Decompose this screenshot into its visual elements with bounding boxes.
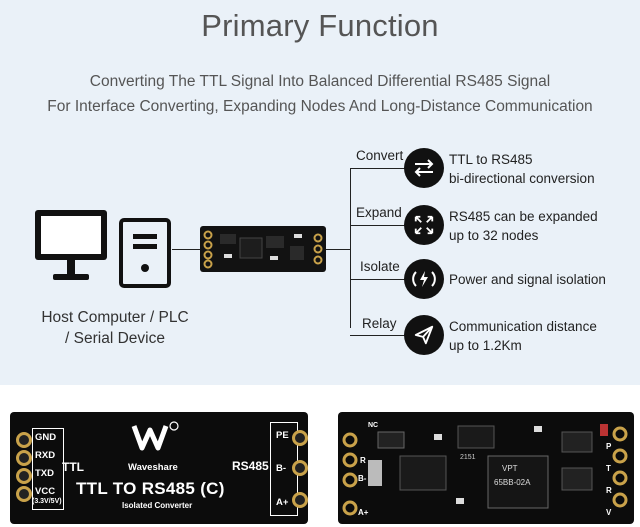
expand-arrows-icon (404, 205, 444, 245)
page-title: Primary Function (201, 8, 439, 43)
pin-vcc: VCC (35, 486, 56, 497)
pin-pe: PE (276, 430, 289, 441)
pin-b: B- (276, 463, 287, 474)
product-name: TTL TO RS485 (C) (76, 479, 225, 498)
feature-text-convert: TTL to RS485 bi-directional conversion (449, 152, 595, 186)
convert-arrows-icon (404, 148, 444, 188)
branch-expand-line (350, 225, 405, 226)
board-back-components (342, 424, 628, 516)
back-pin-b: B- (358, 474, 367, 483)
ttl-label: TTL (62, 460, 84, 474)
relay-send-icon (404, 315, 444, 355)
function-panel: Primary Function Converting The TTL Sign… (0, 0, 640, 385)
module-connector-line (326, 249, 350, 250)
pad-pe (292, 430, 308, 446)
product-sub: Isolated Converter (122, 501, 193, 510)
back-pin-nc: NC (368, 422, 379, 429)
pad-vcc (16, 486, 32, 502)
feature-text-relay: Communication distance up to 1.2Km (449, 319, 597, 353)
subtitle-line-1: Converting The TTL Signal Into Balanced … (89, 73, 551, 90)
isolation-icon (404, 259, 444, 299)
feature-label-convert: Convert (356, 148, 404, 163)
board-front-image: GND RXD TXD VCC (3.3V/5V) TTL Waveshare … (10, 412, 308, 524)
branch-trunk-line (350, 168, 351, 328)
branch-isolate-line (350, 279, 405, 280)
host-connector-line (172, 249, 202, 250)
branch-relay-line (350, 335, 405, 336)
converter-module-image (200, 226, 326, 272)
chip-marking-1: 2151 (460, 454, 476, 461)
back-pin-t: T (606, 464, 611, 473)
pad-txd (16, 468, 32, 484)
pad-rxd (16, 450, 32, 466)
subtitle-line-2: For Interface Converting, Expanding Node… (47, 98, 593, 115)
pad-a (292, 492, 308, 508)
chip-marking-3: 65BB-02A (494, 478, 531, 487)
back-pin-a: A+ (358, 508, 369, 517)
board-back-image: NC R B- A+ P T R V 2151 VPT 65BB-02A (338, 412, 634, 524)
brand-name: Waveshare (128, 462, 178, 473)
back-pin-r: R (360, 456, 366, 465)
host-label: Host Computer / PLC / Serial Device (41, 309, 189, 347)
feature-label-relay: Relay (362, 316, 397, 331)
rs485-label: RS485 (232, 459, 269, 473)
pin-gnd: GND (35, 432, 57, 443)
pad-b (292, 460, 308, 476)
vcc-note: (3.3V/5V) (32, 498, 62, 505)
pad-gnd (16, 432, 32, 448)
pin-a: A+ (276, 497, 289, 508)
pin-txd: TXD (35, 468, 54, 479)
feature-text-expand: RS485 can be expanded up to 32 nodes (449, 209, 598, 243)
host-computer-icon (35, 210, 171, 288)
waveshare-logo-icon (131, 421, 179, 451)
pin-rxd: RXD (35, 450, 56, 461)
branch-convert-line (350, 168, 405, 169)
pin-box-left (32, 428, 64, 510)
feature-label-isolate: Isolate (360, 259, 400, 274)
back-pin-p: P (606, 442, 612, 451)
feature-label-expand: Expand (356, 205, 402, 220)
back-pin-v: V (606, 508, 612, 517)
feature-text-isolate: Power and signal isolation (449, 272, 606, 287)
back-pin-rr: R (606, 486, 612, 495)
chip-marking-2: VPT (502, 464, 518, 473)
